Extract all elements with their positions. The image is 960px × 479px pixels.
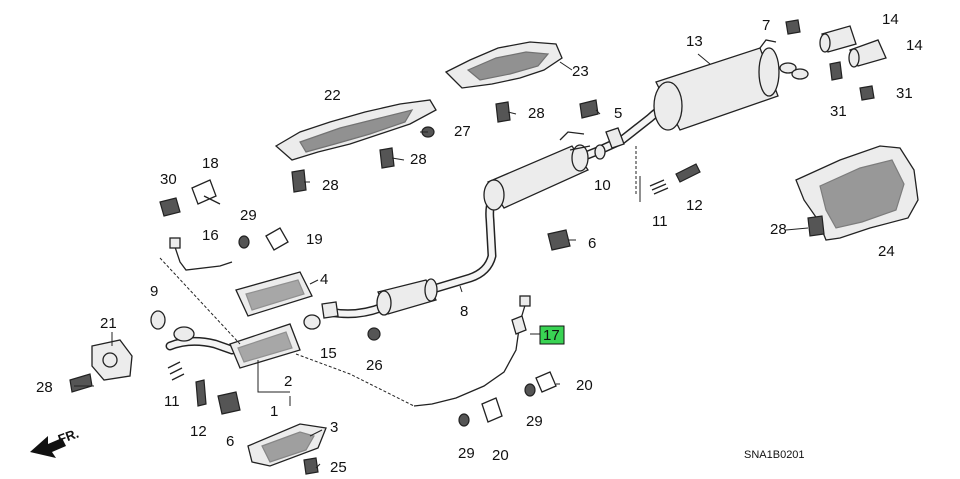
gasket-ring[interactable] (173, 326, 195, 342)
gasket-10[interactable] (594, 144, 606, 160)
nut-5[interactable] (579, 99, 599, 119)
callout-4: 4 (320, 271, 328, 288)
callout-9: 9 (150, 283, 158, 300)
oxygen-sensor-16[interactable] (169, 237, 233, 271)
gasket-9[interactable] (150, 310, 166, 330)
rubber-mount-6a[interactable] (547, 229, 571, 251)
callout-14a: 14 (882, 11, 899, 28)
callout-31a: 31 (830, 103, 847, 120)
bolt-28b[interactable] (379, 147, 395, 169)
bolt-28a[interactable] (495, 101, 511, 123)
callout-12b: 12 (190, 423, 207, 440)
callout-8: 8 (460, 303, 468, 320)
callout-30: 30 (160, 171, 177, 188)
callout-28a: 28 (528, 105, 545, 122)
heat-shield-24[interactable] (795, 145, 919, 241)
callout-23: 23 (572, 63, 589, 80)
callout-13: 13 (686, 33, 703, 50)
bracket-20b[interactable] (481, 397, 503, 423)
bolt-25[interactable] (303, 457, 319, 475)
heat-shield-23[interactable] (444, 41, 563, 89)
callout-16: 16 (202, 227, 219, 244)
callout-17: 17 (543, 327, 560, 344)
tail-finisher-14b[interactable] (848, 39, 887, 68)
callout-29a: 29 (240, 207, 257, 224)
callout-29b: 29 (526, 413, 543, 430)
gasket-15[interactable] (303, 314, 321, 330)
callout-6b: 6 (226, 433, 234, 450)
exhaust-flange-21[interactable] (91, 339, 133, 381)
converter-1[interactable] (229, 323, 301, 369)
callout-21: 21 (100, 315, 117, 332)
nut-29b[interactable] (524, 383, 536, 397)
callout-6a: 6 (588, 235, 596, 252)
callout-12a: 12 (686, 197, 703, 214)
bolt-31b[interactable] (859, 85, 875, 101)
callout-1: 1 (270, 403, 278, 420)
callout-labels: 13 7 14 14 31 31 23 28 5 22 27 28 28 10 … (36, 11, 923, 476)
callout-15: 15 (320, 345, 337, 362)
callout-26: 26 (366, 357, 383, 374)
callout-20a: 20 (576, 377, 593, 394)
middle-muffler[interactable] (483, 131, 591, 211)
bolt-28e[interactable] (69, 373, 93, 393)
callout-11a: 11 (652, 213, 668, 230)
nut-29c[interactable] (458, 413, 470, 427)
bracket-18[interactable] (191, 179, 221, 205)
callout-25: 25 (330, 459, 347, 476)
callout-3: 3 (330, 419, 338, 436)
leader-lines (74, 53, 809, 469)
rear-muffler-13[interactable] (653, 39, 809, 131)
rubber-mount-6b[interactable] (217, 391, 241, 415)
nut-29a[interactable] (238, 235, 250, 249)
callout-17-highlight (539, 325, 565, 345)
bolt-28c[interactable] (291, 169, 307, 193)
callout-24: 24 (878, 243, 895, 260)
callout-28d: 28 (770, 221, 787, 238)
callout-18: 18 (202, 155, 219, 172)
tail-finisher-14a[interactable] (819, 25, 857, 53)
nut-26[interactable] (367, 327, 381, 341)
arrow-icon (30, 436, 66, 458)
gasket-flange-b[interactable] (605, 127, 625, 149)
direction-label: FR. (56, 426, 81, 447)
gasket-flange[interactable] (321, 301, 339, 319)
spring-11b[interactable] (167, 361, 185, 381)
callout-2: 2 (284, 373, 292, 390)
oxygen-sensor-17[interactable] (413, 295, 531, 407)
callout-11b: 11 (164, 393, 180, 410)
bracket-19[interactable] (265, 227, 289, 251)
heat-shield-22[interactable] (274, 99, 437, 161)
callout-7: 7 (762, 17, 770, 34)
callout-14b: 14 (906, 37, 923, 54)
bolt-28d[interactable] (807, 215, 825, 237)
callout-28c: 28 (322, 177, 339, 194)
diagram-code: SNA1B0201 (744, 449, 805, 461)
callout-28b: 28 (410, 151, 427, 168)
bolt-12a[interactable] (675, 163, 701, 183)
heat-shield-3[interactable] (247, 423, 327, 467)
bolt-30[interactable] (159, 197, 181, 217)
nut-7[interactable] (785, 19, 801, 35)
bolt-12b[interactable] (195, 379, 207, 407)
callout-5: 5 (614, 105, 622, 122)
bracket-20a[interactable] (535, 371, 557, 393)
callout-20b: 20 (492, 447, 509, 464)
callout-10: 10 (594, 177, 611, 194)
converter-4[interactable] (235, 271, 313, 317)
callout-27: 27 (454, 123, 471, 140)
resonator-8[interactable] (376, 278, 438, 316)
callout-19: 19 (306, 231, 323, 248)
callout-28e: 28 (36, 379, 53, 396)
callout-22: 22 (324, 87, 341, 104)
callout-29c: 29 (458, 445, 475, 462)
bolt-31a[interactable] (829, 61, 843, 81)
spring-11a[interactable] (649, 179, 669, 195)
front-direction-arrow: FR. (30, 426, 81, 458)
callout-31b: 31 (896, 85, 913, 102)
